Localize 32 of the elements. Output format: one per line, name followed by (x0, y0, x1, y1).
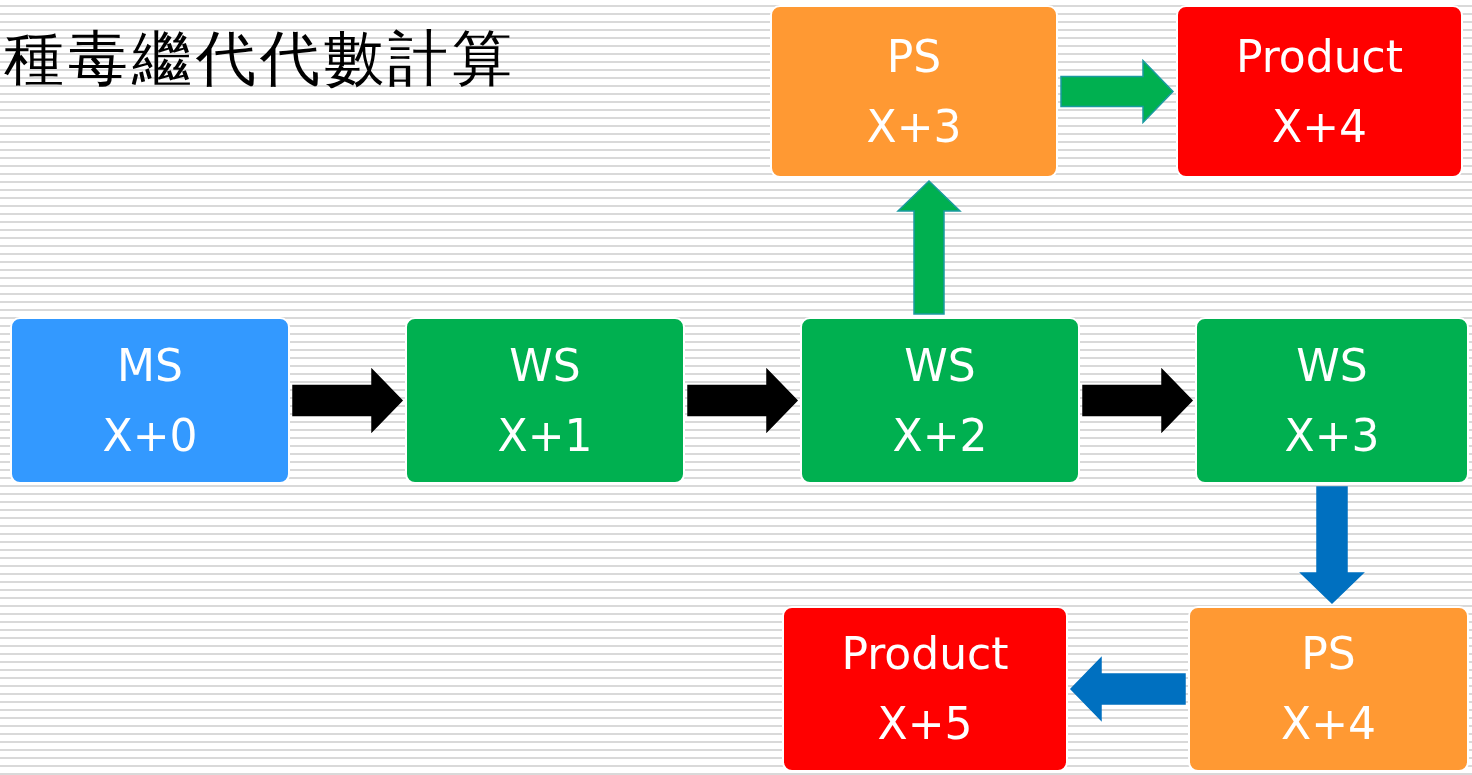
box-label: X+0 (102, 409, 198, 462)
box-label: WS (904, 339, 976, 392)
box-label: WS (1296, 339, 1368, 392)
process-box (1195, 317, 1469, 484)
block-arrow (1082, 367, 1194, 434)
block-arrow (1299, 486, 1365, 605)
box-label: PS (1301, 628, 1356, 680)
block-arrow (292, 367, 404, 434)
process-box (10, 317, 290, 484)
box-label: X+4 (1281, 698, 1376, 750)
box-label: WS (509, 339, 581, 392)
box-label: X+1 (497, 409, 593, 462)
title: 種毒繼代代數計算 (4, 22, 516, 95)
box-label: X+5 (877, 698, 973, 750)
box-label: X+3 (866, 100, 962, 153)
process-box (1188, 606, 1469, 772)
process-box (782, 606, 1068, 772)
block-arrow (896, 179, 962, 315)
block-arrow (1060, 58, 1175, 125)
box-label: Product (1235, 30, 1404, 83)
process-box (405, 317, 685, 484)
box-label: MS (117, 339, 183, 392)
process-box (1176, 5, 1463, 178)
box-label: X+3 (1284, 409, 1380, 462)
block-arrow (1069, 656, 1186, 722)
block-arrow (687, 367, 799, 434)
process-box (770, 5, 1058, 178)
process-box (800, 317, 1080, 484)
box-label: Product (841, 628, 1009, 680)
box-label: X+4 (1272, 100, 1367, 153)
box-label: PS (886, 30, 942, 83)
box-label: X+2 (892, 409, 988, 462)
